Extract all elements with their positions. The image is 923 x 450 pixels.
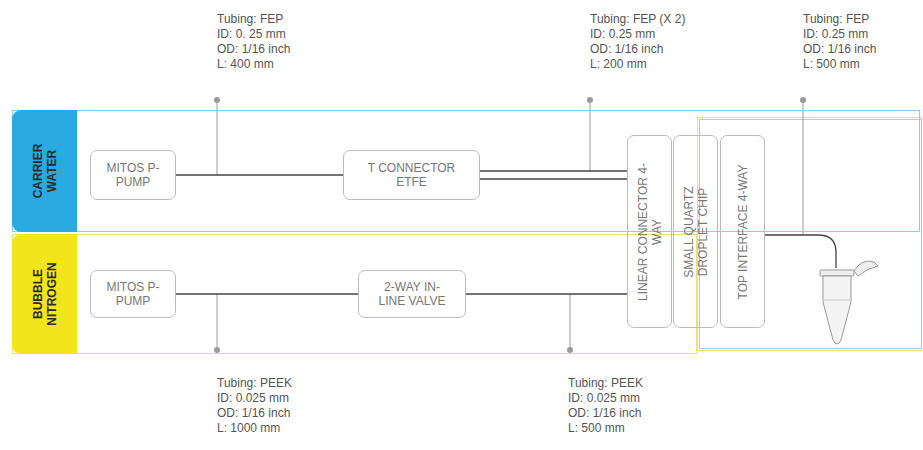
collection-tube — [820, 261, 878, 344]
leader-dot — [214, 97, 220, 103]
tubing-line — [480, 178, 627, 179]
tubing-spec: OD: 1/16 inch — [217, 42, 290, 57]
tubing-spec: Tubing: PEEK — [217, 376, 292, 391]
tubing-spec: OD: 1/16 inch — [590, 42, 663, 57]
band-label: BUBBLE NITROGEN — [31, 249, 59, 339]
leader-dot — [800, 97, 806, 103]
tubing-spec: Tubing: FEP — [217, 12, 283, 27]
tubing-line — [466, 293, 627, 294]
box-label: MITOS P-PUMP — [97, 161, 169, 189]
tubing-spec: ID: 0. 25 mm — [217, 27, 286, 42]
tubing-line — [480, 170, 627, 171]
component-box: SMALL QUARTZ DROPLET CHIP — [673, 135, 718, 328]
tubing-spec: ID: 0.25 mm — [590, 27, 655, 42]
tubing-spec: L: 1000 mm — [217, 421, 280, 436]
leader-dot — [567, 347, 573, 353]
region-outline — [700, 120, 922, 349]
tubing-line — [176, 293, 358, 294]
box-label: 2-WAY IN-LINE VALVE — [372, 280, 452, 308]
leader-line — [803, 100, 804, 235]
leader-dot — [587, 97, 593, 103]
tubing-spec: L: 500 mm — [568, 421, 625, 436]
region-outline — [698, 118, 922, 351]
tubing-spec: ID: 0.25 mm — [803, 27, 868, 42]
component-box: LINEAR CONNECTOR 4-WAY — [627, 135, 672, 328]
tubing-spec: Tubing: FEP (X 2) — [590, 12, 685, 27]
tubing-spec: L: 400 mm — [217, 57, 274, 72]
band-tab: CARRIER WATER — [12, 110, 77, 232]
tubing-spec: Tubing: PEEK — [568, 376, 643, 391]
tube-mark — [823, 300, 851, 301]
leader-dots — [214, 97, 806, 353]
outlet-tubing — [765, 235, 836, 268]
leader-line — [217, 294, 218, 350]
tubing-spec: OD: 1/16 inch — [568, 406, 641, 421]
component-box: T CONNECTOR ETFE — [343, 150, 480, 200]
fluid-band: CARRIER WATER MITOS P-PUMP T CONNECTOR ETF… — [12, 110, 920, 232]
band-tab: BUBBLE NITROGEN — [12, 234, 77, 354]
tubing-line — [176, 174, 343, 175]
box-label: LINEAR CONNECTOR 4-WAY — [636, 162, 664, 302]
band-label: CARRIER WATER — [31, 126, 59, 216]
leader-line — [570, 294, 571, 350]
leader-line — [217, 100, 218, 175]
tubing-spec: OD: 1/16 inch — [217, 406, 290, 421]
component-box: TOP INTERFACE 4-WAY — [720, 135, 765, 328]
component-box: 2-WAY IN-LINE VALVE — [358, 270, 466, 318]
leader-dot — [214, 347, 220, 353]
tubing-spec: L: 200 mm — [590, 57, 647, 72]
tubing-spec: OD: 1/16 inch — [803, 42, 876, 57]
component-box: MITOS P-PUMP — [90, 150, 176, 200]
tubing-spec: L: 500 mm — [803, 57, 860, 72]
tubing-spec: ID: 0.025 mm — [217, 391, 289, 406]
component-box: MITOS P-PUMP — [90, 270, 176, 318]
tubing-spec: Tubing: FEP — [803, 12, 869, 27]
tube-rim — [820, 270, 854, 276]
box-label: MITOS P-PUMP — [97, 280, 169, 308]
leader-lines — [217, 100, 803, 350]
box-label: TOP INTERFACE 4-WAY — [736, 162, 750, 302]
tube-body — [823, 276, 851, 344]
box-label: SMALL QUARTZ DROPLET CHIP — [682, 162, 710, 302]
box-label: T CONNECTOR ETFE — [364, 161, 459, 189]
tubing-spec: ID: 0.025 mm — [568, 391, 640, 406]
tube-lid — [854, 261, 878, 276]
fluid-band: BUBBLE NITROGEN MITOS P-PUMP 2-WAY IN-LINE… — [12, 234, 697, 354]
